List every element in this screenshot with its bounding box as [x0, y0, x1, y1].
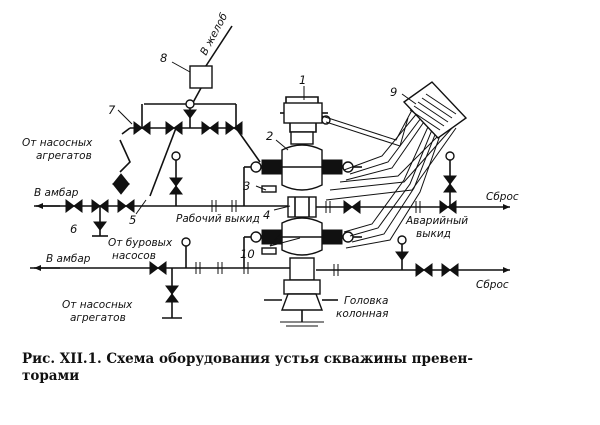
label-emergency-outlet-2: выкид: [416, 228, 451, 240]
bop-wellhead-schematic: В желоб От насосных агрегатов В амбар Ра…: [22, 11, 519, 327]
label-emergency-outlet-1: Аварийный: [405, 215, 468, 227]
label-discharge-top: Сброс: [486, 191, 519, 203]
label-from-pumps-top-2: агрегатов: [36, 150, 92, 162]
leader-lines: [117, 61, 417, 247]
label-from-pumps-bottom-1: От насосных: [62, 299, 133, 311]
label-from-pumps-top-1: От насосных: [22, 137, 93, 149]
label-to-pit-top: В амбар: [34, 187, 79, 199]
callout-4: 4: [263, 208, 270, 222]
callout-3: 3: [243, 179, 250, 193]
label-to-trough: В желоб: [198, 11, 230, 58]
left-arrows: [34, 203, 60, 271]
label-casing-head-2: колонная: [336, 308, 388, 320]
callout-9: 9: [390, 85, 397, 99]
callout-1: 1: [299, 73, 306, 87]
wellhead-stack: [244, 96, 362, 327]
caption-line-2: торами: [22, 368, 80, 384]
label-from-drilling-pumps-1: От буровых: [108, 237, 173, 249]
callout-8: 8: [160, 51, 167, 65]
label-from-pumps-bottom-2: агрегатов: [70, 312, 126, 324]
label-to-pit-bottom: В амбар: [46, 253, 91, 265]
callout-10: 10: [240, 247, 255, 261]
label-discharge-bottom: Сброс: [476, 279, 509, 291]
callout-2: 2: [266, 129, 273, 143]
lower-left-line: [30, 237, 290, 319]
callout-6: 6: [70, 222, 77, 236]
caption-line-1: Рис. XII.1. Схема оборудования устья скв…: [22, 351, 474, 367]
control-panel: [402, 81, 468, 139]
control-hoses: [321, 109, 457, 249]
label-working-outlet: Рабочий выкид: [176, 213, 260, 225]
callout-7: 7: [108, 103, 116, 117]
callout-5: 5: [129, 213, 136, 227]
right-lines: [316, 151, 510, 277]
label-from-drilling-pumps-2: насосов: [112, 250, 156, 262]
top-manifold: [111, 25, 261, 197]
working-outlet-line: [34, 151, 288, 237]
figure-caption: Рис. XII.1. Схема оборудования устья скв…: [22, 351, 582, 385]
label-casing-head-1: Головка: [344, 295, 388, 307]
